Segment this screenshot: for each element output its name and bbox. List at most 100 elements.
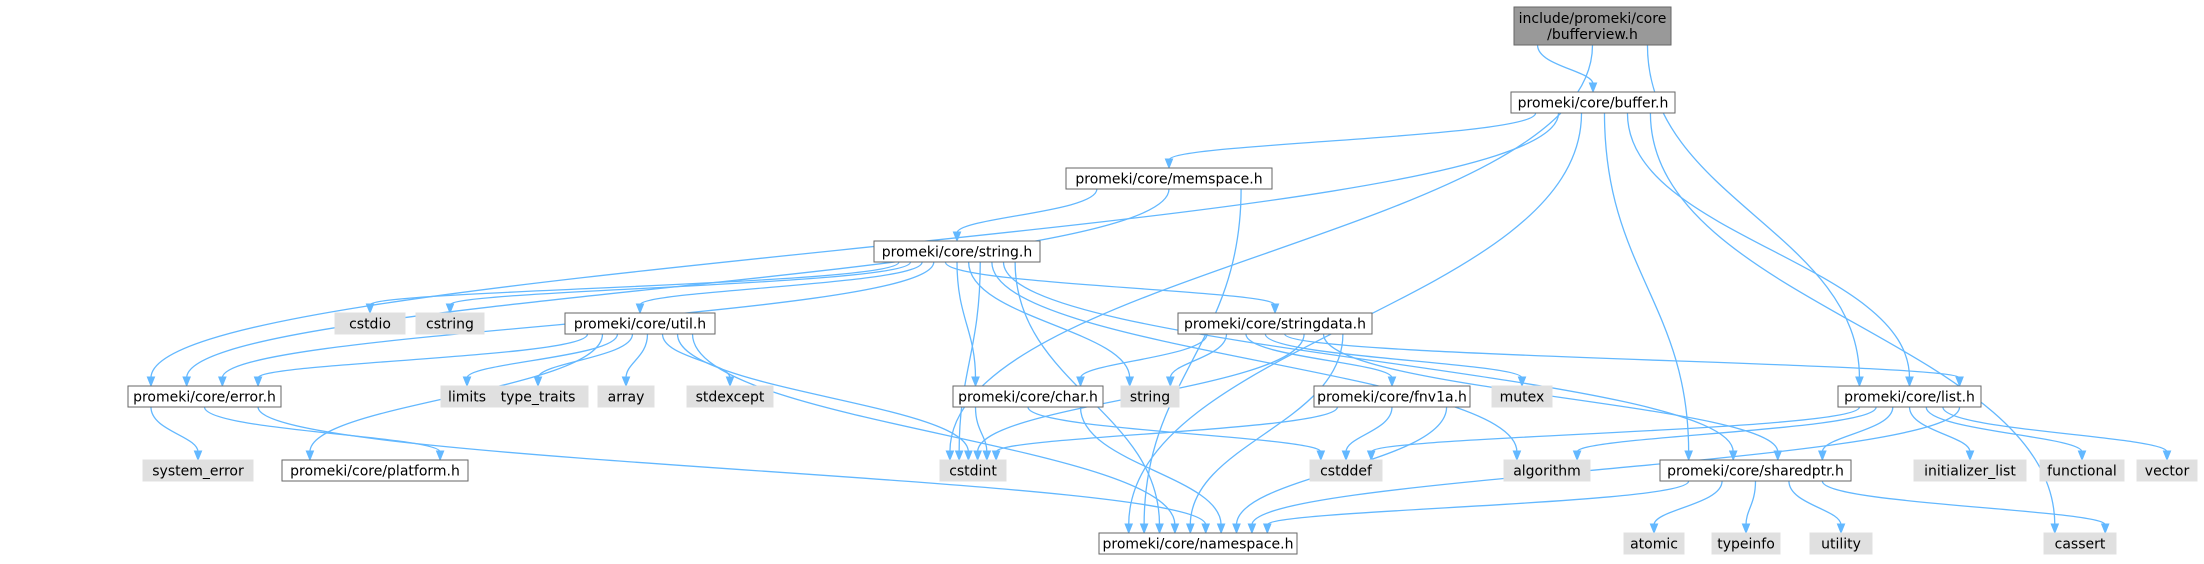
edge-memspace-to-namespace (1143, 188, 1242, 526)
arrowhead-list_h-to-initializer_list (1965, 450, 1975, 462)
arrowhead-util-to-array (621, 376, 631, 388)
node-label-cstdio: cstdio (349, 317, 391, 333)
arrowhead-string_h-to-algorithm (1512, 450, 1522, 462)
arrowhead-list_h-to-namespace (1247, 523, 1257, 535)
node-box-sharedptr (1659, 459, 1852, 482)
edge-char_h-to-cstdint (974, 406, 988, 453)
arrowhead-util-to-limits (462, 376, 472, 388)
edge-sharedptr-to-namespace (1266, 480, 1690, 526)
node-box-functional (2039, 459, 2125, 482)
node-bufferview[interactable]: include/promeki/core/bufferview.h (1513, 6, 1672, 46)
node-memspace[interactable]: promeki/core/memspace.h (1065, 167, 1273, 190)
edge-error-to-system_error (150, 406, 199, 453)
edge-list_h-to-namespace (1251, 406, 1961, 526)
node-error[interactable]: promeki/core/error.h (127, 385, 282, 408)
node-algorithm: algorithm (1503, 459, 1591, 482)
node-label-util: promeki/core/util.h (574, 317, 706, 333)
edge-fnv1a-to-cstddef (1345, 406, 1393, 453)
edge-fnv1a-to-cstdint (995, 406, 1339, 453)
node-label-memspace: promeki/core/memspace.h (1075, 172, 1262, 188)
edge-util-to-error (257, 333, 589, 379)
arrowhead-fnv1a-to-cstddef (1341, 450, 1351, 462)
edge-string_h-to-algorithm (991, 261, 1518, 453)
edge-char_h-to-cstddef (1027, 406, 1322, 453)
arrowhead-buffer-to-sharedptr (1684, 450, 1693, 462)
node-cstdio: cstdio (334, 312, 406, 335)
edge-util-to-array (625, 333, 649, 379)
node-label-bufferview: include/promeki/core (1519, 11, 1667, 27)
edge-stringdata-to-string (1169, 333, 1228, 379)
arrowhead-bufferview-to-buffer (1588, 82, 1598, 94)
arrowhead-sharedptr-to-namespace (1262, 523, 1272, 535)
node-label-cstdint: cstdint (949, 464, 997, 480)
arrowhead-stringdata-to-namespace (1185, 523, 1195, 535)
edge-string_h-to-util (639, 261, 923, 306)
arrowhead-stringdata-to-mutex (1517, 376, 1527, 388)
node-box-string (1120, 385, 1180, 408)
edge-list_h-to-algorithm (1576, 406, 1877, 453)
arrowhead-stringdata-to-char_h (1076, 376, 1085, 388)
edge-buffer-to-cassert (1649, 112, 2056, 526)
arrowhead-char_h-to-cstddef (1316, 450, 1326, 462)
node-label-cstddef: cstddef (1320, 464, 1373, 480)
edge-util-to-cstdint (676, 333, 970, 453)
node-label-algorithm: algorithm (1513, 464, 1581, 480)
edge-util-to-type_traits (537, 333, 634, 379)
node-box-type_traits (487, 385, 589, 408)
edge-sharedptr-to-utility (1788, 480, 1842, 526)
arrowhead-util-to-type_traits (533, 376, 543, 388)
node-label-array: array (608, 390, 645, 406)
edge-string_h-to-cstdint (958, 261, 981, 453)
node-vector: vector (2136, 459, 2198, 482)
edge-bufferview-to-cstdint (949, 44, 1594, 453)
node-label-fnv1a: promeki/core/fnv1a.h (1317, 390, 1467, 406)
arrowhead-string_h-to-string (1125, 376, 1135, 388)
node-platform[interactable]: promeki/core/platform.h (281, 459, 469, 482)
node-box-fnv1a (1313, 385, 1471, 408)
node-sharedptr[interactable]: promeki/core/sharedptr.h (1659, 459, 1852, 482)
edge-stringdata-to-char_h (1079, 333, 1208, 379)
node-label-limits: limits (448, 390, 486, 406)
node-label-list_h: promeki/core/list.h (1844, 390, 1975, 406)
node-stdexcept: stdexcept (686, 385, 774, 408)
arrowhead-list_h-to-cstddef (1366, 450, 1376, 462)
node-label-namespace: promeki/core/namespace.h (1102, 537, 1293, 553)
node-box-error (127, 385, 282, 408)
node-label-bufferview: /bufferview.h (1547, 27, 1638, 43)
edge-error-to-platform (203, 406, 441, 453)
arrowhead-sharedptr-to-typeinfo (1741, 523, 1751, 535)
edge-sharedptr-to-cassert (1821, 480, 2106, 526)
node-box-list_h (1837, 385, 1982, 408)
edge-sharedptr-to-typeinfo (1745, 480, 1757, 526)
node-box-array (597, 385, 655, 408)
node-box-string_h (873, 240, 1041, 263)
arrowhead-string_h-to-sharedptr (1728, 450, 1738, 462)
node-typeinfo: typeinfo (1711, 532, 1781, 555)
node-buffer[interactable]: promeki/core/buffer.h (1510, 91, 1676, 114)
node-fnv1a[interactable]: promeki/core/fnv1a.h (1313, 385, 1471, 408)
node-label-initializer_list: initializer_list (1924, 464, 2016, 480)
node-box-platform (281, 459, 469, 482)
arrowhead-buffer-to-error (146, 376, 156, 388)
node-label-string: string (1130, 390, 1170, 406)
node-namespace[interactable]: promeki/core/namespace.h (1098, 532, 1298, 555)
node-list_h[interactable]: promeki/core/list.h (1837, 385, 1982, 408)
node-util[interactable]: promeki/core/util.h (564, 312, 716, 335)
arrowhead-util-to-stdexcept (725, 376, 735, 388)
node-label-type_traits: type_traits (501, 390, 576, 406)
arrowhead-string_h-to-namespace (1155, 523, 1164, 535)
edge-string_h-to-char_h (956, 261, 977, 379)
node-label-cstring: cstring (426, 317, 474, 333)
arrowhead-memspace-to-string_h (952, 231, 962, 243)
node-string_h[interactable]: promeki/core/string.h (873, 240, 1041, 263)
node-label-stringdata: promeki/core/stringdata.h (1184, 317, 1366, 333)
edge-memspace-to-error (186, 188, 1170, 379)
node-box-char_h (952, 385, 1104, 408)
node-label-string_h: promeki/core/string.h (882, 245, 1032, 261)
node-box-atomic (1623, 532, 1685, 555)
node-stringdata[interactable]: promeki/core/stringdata.h (1177, 312, 1373, 335)
edge-list_h-to-cstddef (1370, 406, 1861, 453)
node-label-stdexcept: stdexcept (696, 390, 765, 406)
node-char_h[interactable]: promeki/core/char.h (952, 385, 1104, 408)
